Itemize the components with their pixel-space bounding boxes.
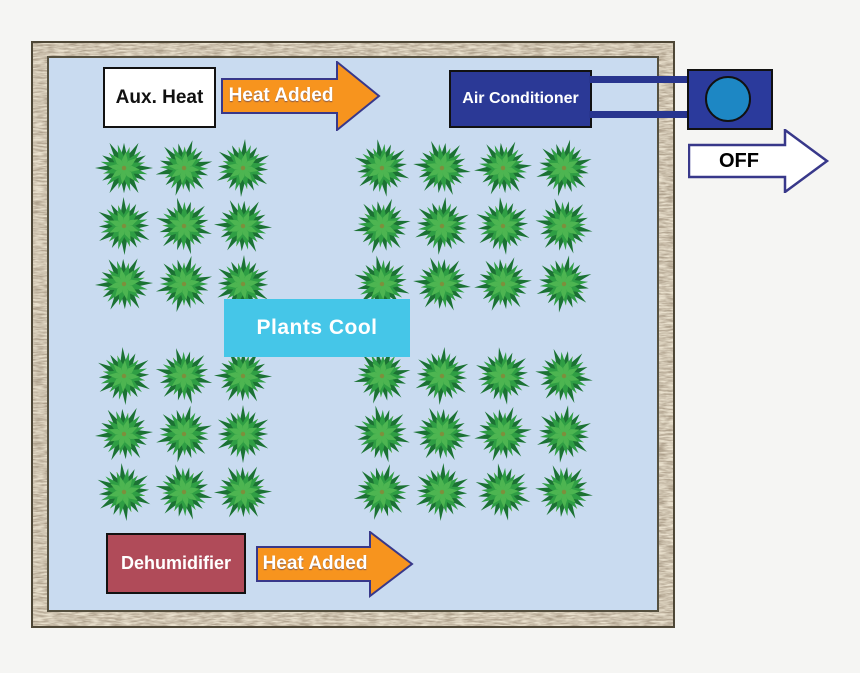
aux-heat-label: Aux. Heat (115, 86, 204, 108)
heat-added-top-label: Heat Added (228, 85, 334, 106)
refrigerant-pipe-bottom (589, 111, 690, 118)
refrigerant-pipe-top (589, 76, 690, 83)
air-conditioner-box: Air Conditioner (449, 70, 592, 128)
plants-cool-label: Plants Cool (256, 316, 378, 339)
dehumidifier-label: Dehumidifier (120, 553, 231, 573)
plants-cool-box: Plants Cool (224, 299, 410, 357)
ac-off-arrow (688, 129, 830, 193)
heat-added-bottom-arrow (256, 531, 414, 598)
condenser-fan-icon (705, 76, 751, 122)
heat-added-bottom-label: Heat Added (262, 553, 368, 574)
aux-heat-box: Aux. Heat (103, 67, 216, 128)
air-conditioner-label: Air Conditioner (462, 90, 579, 107)
dehumidifier-box: Dehumidifier (106, 533, 246, 594)
heat-added-top-arrow (221, 61, 381, 131)
outdoor-condenser-unit (687, 69, 773, 130)
ac-off-label: OFF (719, 149, 759, 172)
